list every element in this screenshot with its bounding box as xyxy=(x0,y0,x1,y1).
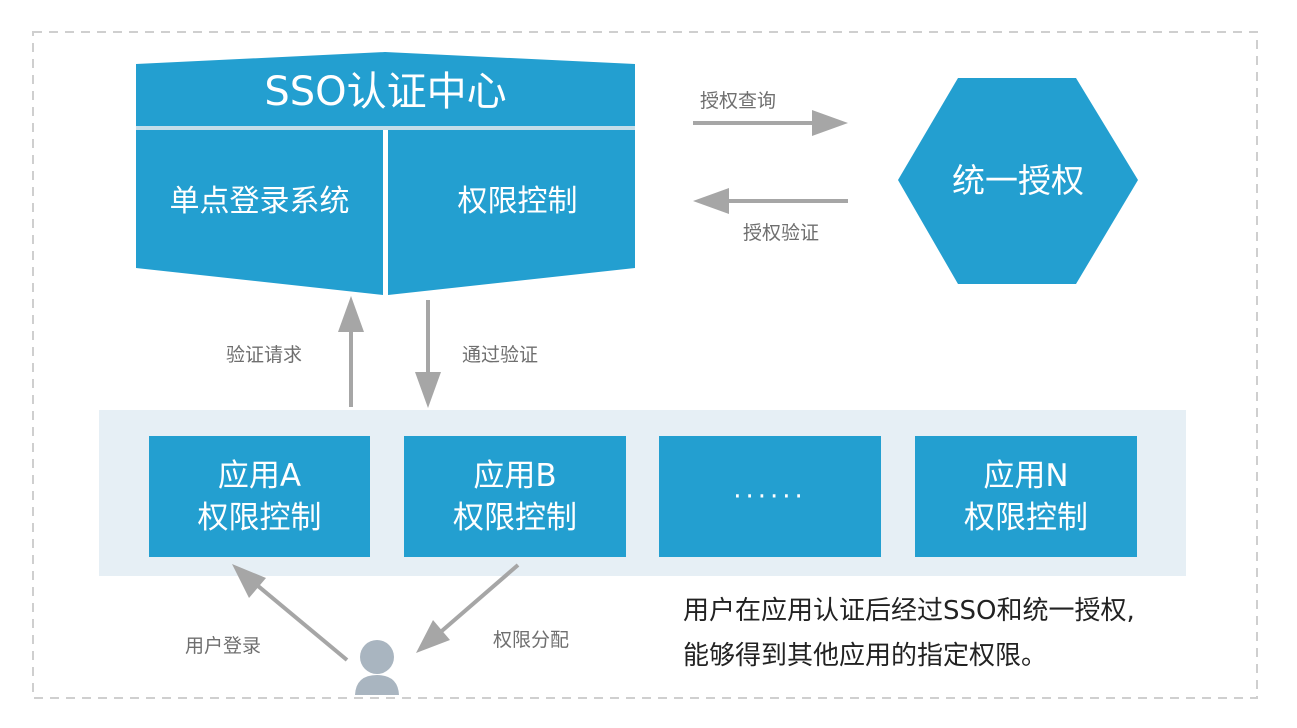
app-box-b: 应用B 权限控制 xyxy=(404,436,626,557)
app-ellipsis-name: ······ xyxy=(733,481,807,512)
sso-title-band xyxy=(136,52,635,126)
user-login-arrow xyxy=(232,564,349,662)
permission-assign-label: 权限分配 xyxy=(493,629,570,651)
verify-request-arrow xyxy=(338,296,364,407)
app-box-a: 应用A 权限控制 xyxy=(149,436,370,557)
pass-verify-arrow xyxy=(415,300,441,408)
app-n-sub: 权限控制 xyxy=(964,499,1088,536)
pass-verify-label: 通过验证 xyxy=(462,344,539,366)
sso-title: SSO认证中心 xyxy=(264,69,507,115)
sso-divider-h xyxy=(136,126,635,130)
query-arrow-label: 授权查询 xyxy=(700,90,777,112)
app-a-name: 应用A xyxy=(217,457,302,494)
dashed-frame xyxy=(32,31,1258,699)
app-b-sub: 权限控制 xyxy=(453,499,577,536)
verify-arrow xyxy=(693,188,848,214)
sso-left-panel xyxy=(136,130,383,295)
note-line-1: 用户在应用认证后经过SSO和统一授权, xyxy=(683,596,1135,626)
user-login-label: 用户登录 xyxy=(185,635,262,657)
app-box-ellipsis: ······ xyxy=(659,436,881,557)
authorization-label: 统一授权 xyxy=(952,161,1084,200)
authorization-hexagon xyxy=(898,78,1138,284)
note-line-2: 能够得到其他应用的指定权限。 xyxy=(683,641,1048,671)
query-arrow xyxy=(693,110,848,136)
sso-right-panel xyxy=(388,130,635,295)
app-a-sub: 权限控制 xyxy=(197,499,322,536)
app-b-name: 应用B xyxy=(473,457,557,494)
verify-request-label: 验证请求 xyxy=(226,344,303,366)
app-box-n: 应用N 权限控制 xyxy=(915,436,1137,557)
verify-arrow-label: 授权验证 xyxy=(743,222,820,244)
sso-right-module-label: 权限控制 xyxy=(457,184,578,219)
app-n-name: 应用N xyxy=(983,457,1069,494)
permission-assign-arrow xyxy=(416,563,520,653)
sso-left-module-label: 单点登录系统 xyxy=(169,184,350,219)
user-icon xyxy=(355,640,399,695)
